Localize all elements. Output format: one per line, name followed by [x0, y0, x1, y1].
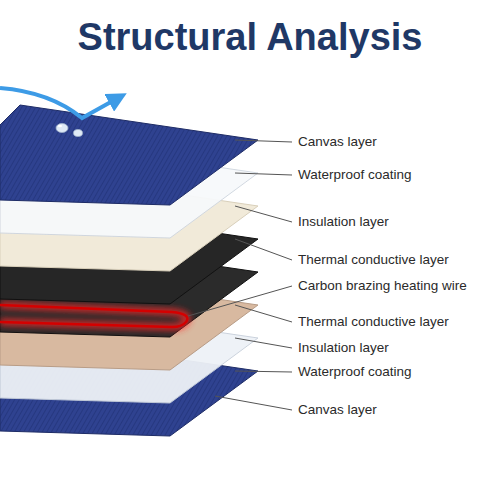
- leader-lines: [188, 140, 292, 410]
- layer-label: Insulation layer: [298, 213, 389, 231]
- heating-wire: [0, 305, 187, 327]
- diagram-title: Structural Analysis: [0, 14, 500, 60]
- leader-line: [235, 239, 292, 260]
- leader-line: [235, 206, 292, 222]
- layer-label: Waterproof coating: [298, 363, 412, 381]
- water-drop: [58, 125, 62, 128]
- layer-label: Thermal conductive layer: [298, 313, 449, 331]
- water-drop: [74, 130, 83, 137]
- canvas-layer: [0, 105, 258, 205]
- leader-line: [235, 140, 292, 142]
- layer-label: Waterproof coating: [298, 166, 412, 184]
- layer-label: Canvas layer: [298, 133, 377, 151]
- leader-line: [235, 305, 292, 322]
- leader-line: [235, 173, 292, 175]
- heating-wire-glow: [0, 305, 187, 327]
- layer-label: Thermal conductive layer: [298, 251, 449, 269]
- leader-line: [215, 396, 292, 410]
- layer-label: Carbon brazing heating wire: [298, 277, 467, 295]
- leader-line: [235, 371, 292, 372]
- leader-line: [188, 286, 292, 316]
- swoosh-arrow: [0, 88, 118, 118]
- water-drop: [56, 124, 68, 133]
- layer-label: Insulation layer: [298, 339, 389, 357]
- leader-line: [235, 338, 292, 348]
- layer-label: Canvas layer: [298, 401, 377, 419]
